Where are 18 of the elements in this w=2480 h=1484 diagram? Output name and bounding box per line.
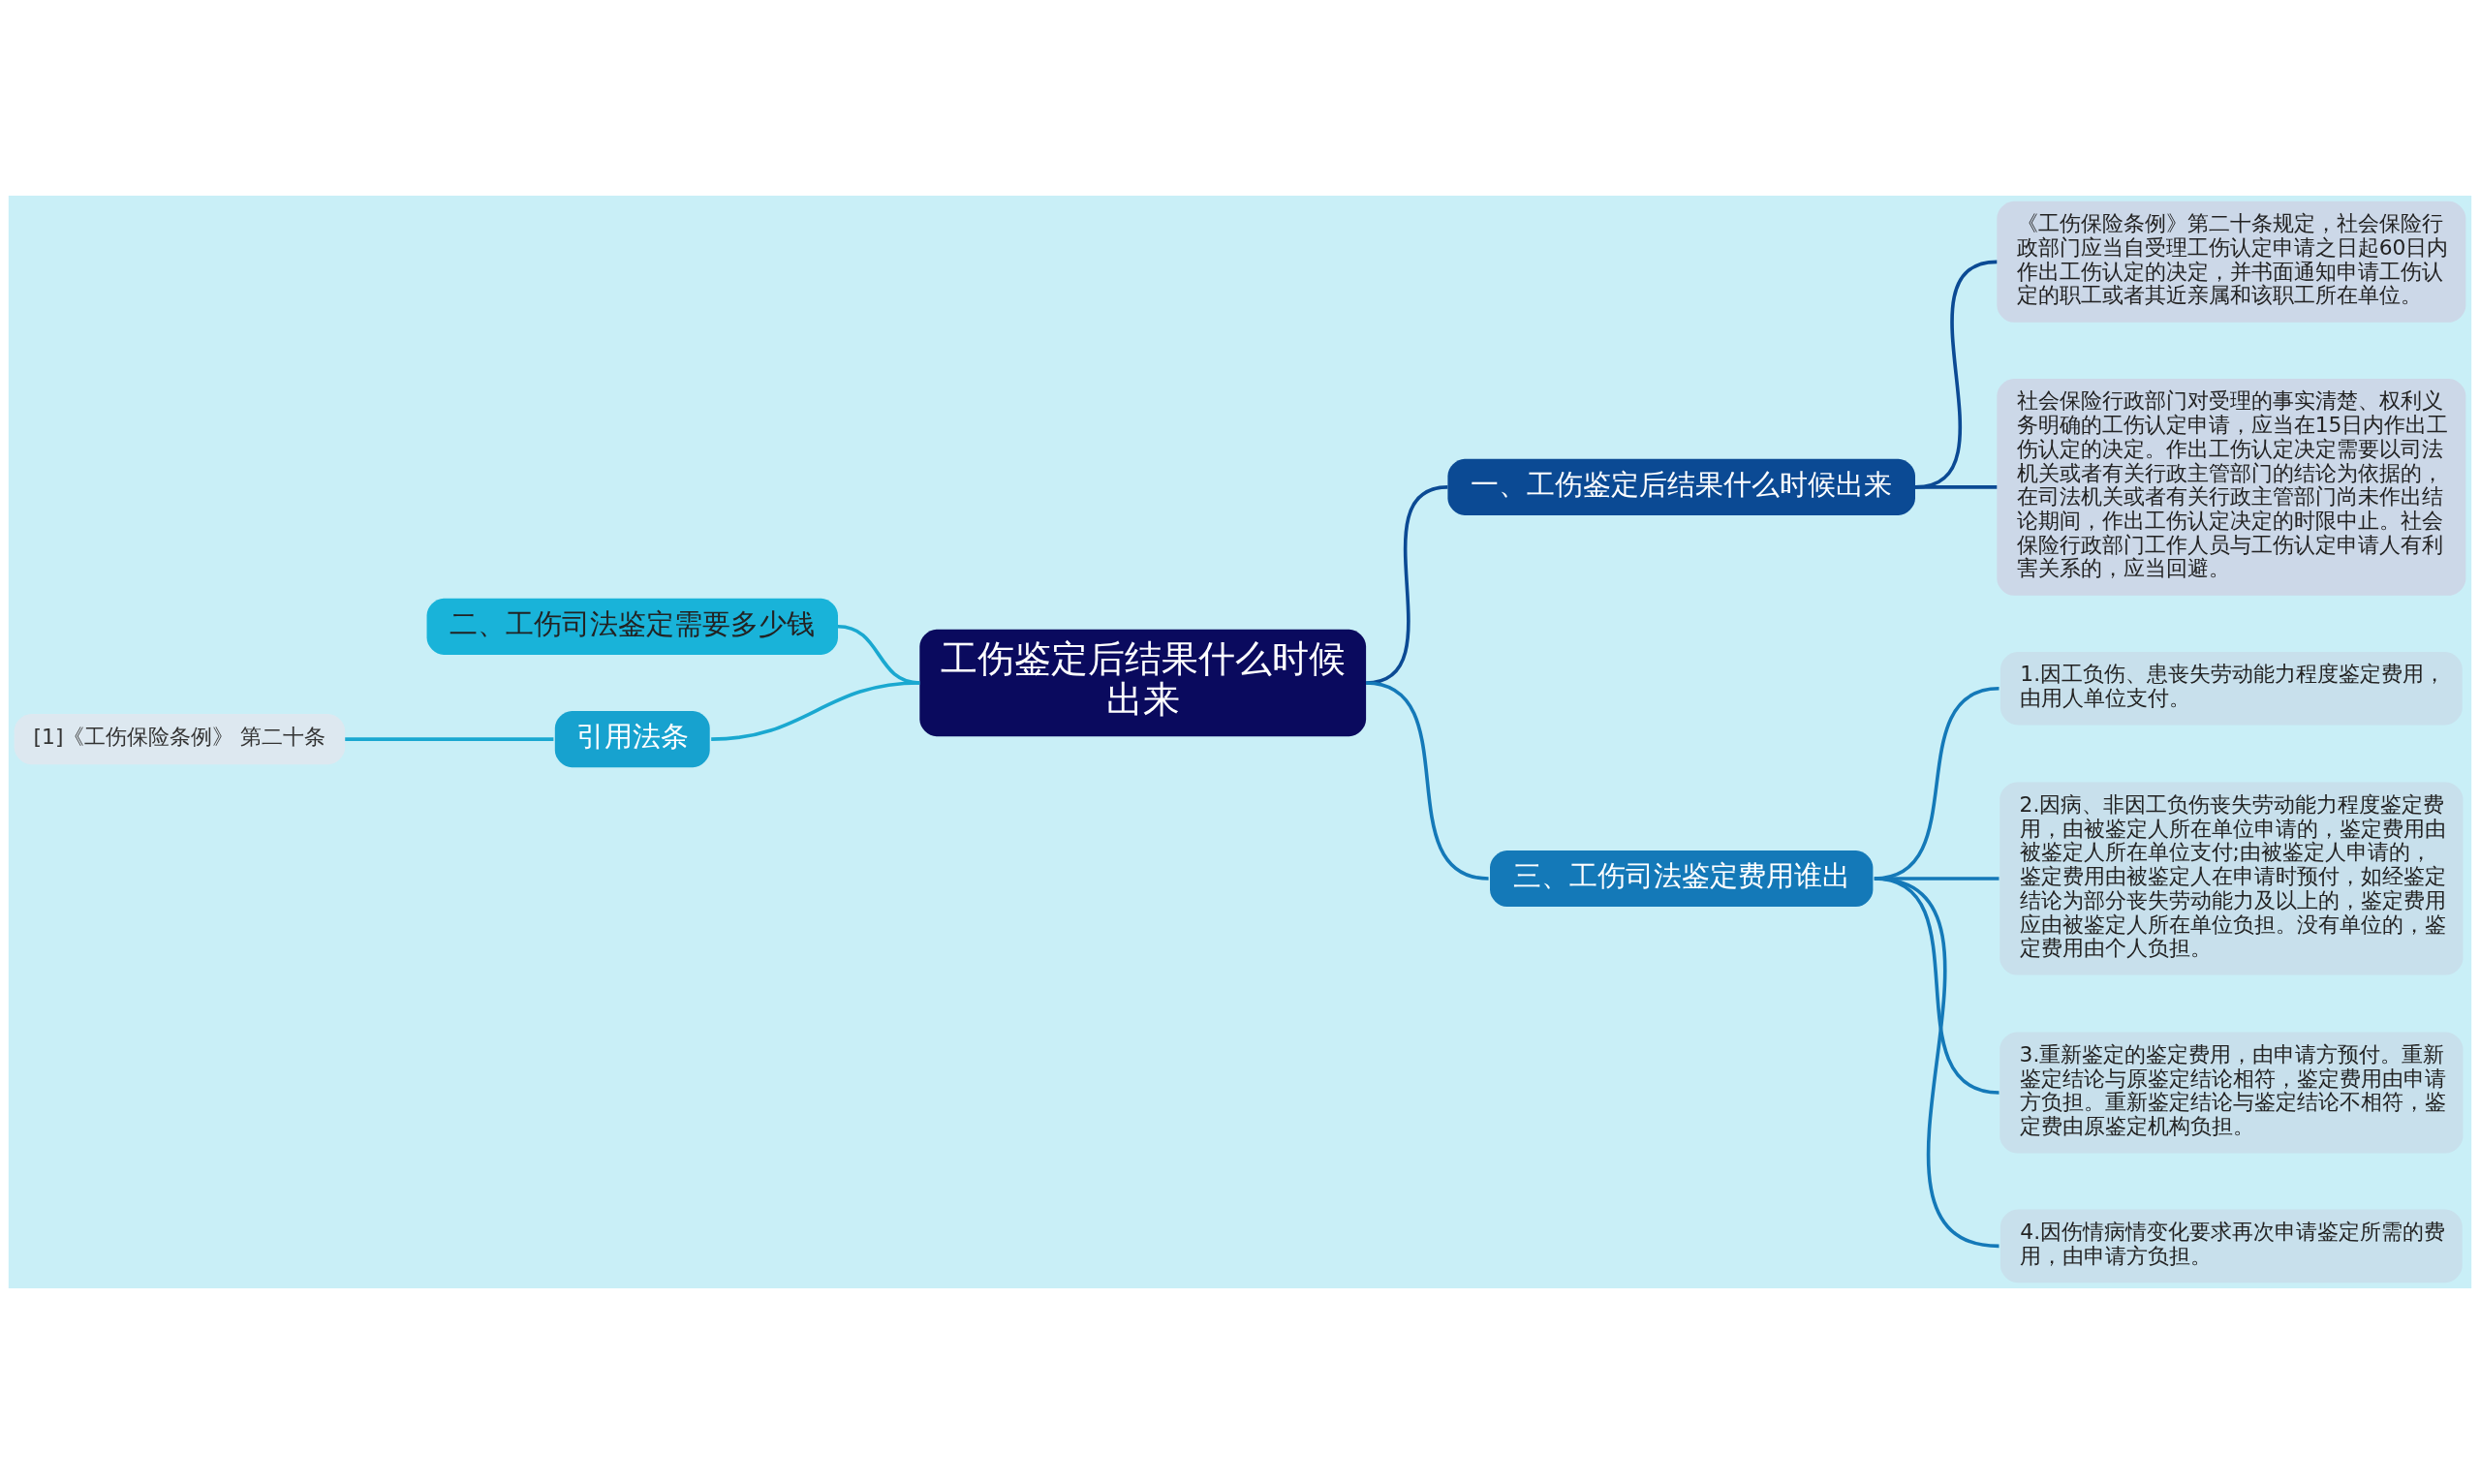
connector: [345, 737, 554, 741]
node-box: 引用法条: [554, 711, 710, 768]
node-box: 三、工伤司法鉴定费用谁出: [1490, 850, 1874, 908]
connector: [1915, 485, 1998, 489]
node-box: 3.重新鉴定的鉴定费用，由申请方预付。重新鉴定结论与原鉴定结论相符，鉴定费用由申请方负担。重新鉴定结论与鉴定结论不相符，鉴定费由原鉴定机构负担。: [2000, 1032, 2464, 1154]
connector: [1914, 260, 1998, 489]
node-box: 2.因病、非因工负伤丧失劳动能力程度鉴定费用，由被鉴定人所在单位申请的，鉴定费用由被鉴定人所在单位支付;由被鉴定人申请的，鉴定费用由被鉴定人在申请时预付，如经鉴定结论为部分丧失劳动能力及以上的，鉴定费用应由被鉴定人所在单位负担。没有单位的，鉴定费用由个人负担。: [2000, 782, 2464, 975]
node-box: 工伤鉴定后结果什么时候出来: [919, 629, 1367, 737]
node-box: 一、工伤鉴定后结果什么时候出来: [1447, 458, 1915, 515]
node-box: 二、工伤司法鉴定需要多少钱: [426, 598, 838, 655]
node-box: 1.因工负伤、患丧失劳动能力程度鉴定费用，由用人单位支付。: [2000, 651, 2463, 726]
connector: [1365, 681, 1489, 881]
connector: [1874, 877, 2000, 1249]
node-box: 《工伤保险条例》第二十条规定，社会保险行政部门应当自受理工伤认定申请之日起60日内作出工伤认定的决定，并书面通知申请工伤认定的职工或者其近亲属和该职工所在单位。: [1997, 201, 2466, 323]
node-box: 社会保险行政部门对受理的事实清楚、权利义务明确的工伤认定申请，应当在15日内作出工伤认定的决定。作出工伤认定决定需要以司法机关或者有关行政主管部门的结论为依据的，在司法机关或者有关行政主管部门尚未作出结论期间，作出工伤认定决定的时限中止。社会保险行政部门工作人员与工伤认定申请人有利害关系的，应当回避。: [1997, 378, 2466, 596]
node-box: [1]《工伤保险条例》 第二十条: [14, 713, 346, 765]
node-box: 4.因伤情病情变化要求再次申请鉴定所需的费用，由申请方负担。: [2000, 1209, 2463, 1283]
connector: [711, 681, 920, 741]
